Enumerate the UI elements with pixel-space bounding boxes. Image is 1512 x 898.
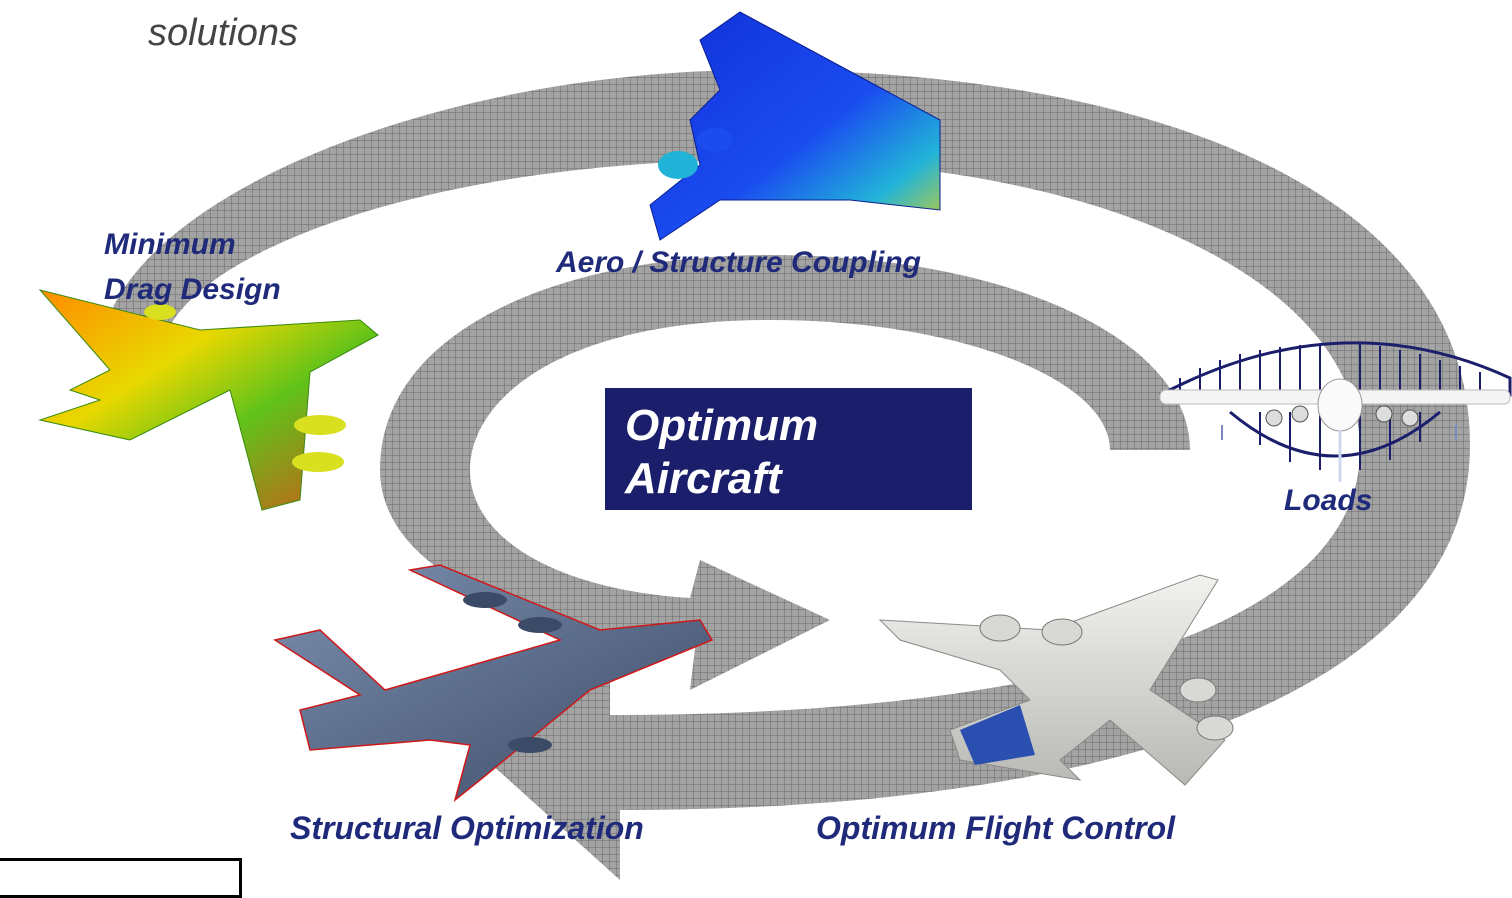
optimum-flight-control-label: Optimum Flight Control [816,810,1176,846]
aero-structure-coupling-label: Aero / Structure Coupling [556,246,922,279]
optimum-aircraft-line1: Optimum [625,401,819,450]
inner-cycle-arrow [380,255,1190,690]
minimum-drag-design-label: Minimum Drag Design [104,222,281,312]
aircraft-deformation-map-icon [649,11,941,241]
aircraft-structural-mesh-icon [273,564,714,803]
aircraft-photo-icon [878,574,1234,786]
aircraft-pressure-map-icon [38,289,379,511]
corner-frame [0,858,242,898]
loads-label: Loads [1284,484,1373,517]
optimum-aircraft-line2: Aircraft [625,453,782,503]
slide-subtitle: solutions [148,12,298,54]
minimum-drag-design-line1: Minimum [104,228,236,261]
minimum-drag-design-line2: Drag Design [104,273,281,306]
aircraft-loads-diagram-icon [1159,341,1512,482]
optimum-aircraft-box: Optimum Aircraft [605,388,972,510]
structural-optimization-label: Structural Optimization [290,810,644,846]
